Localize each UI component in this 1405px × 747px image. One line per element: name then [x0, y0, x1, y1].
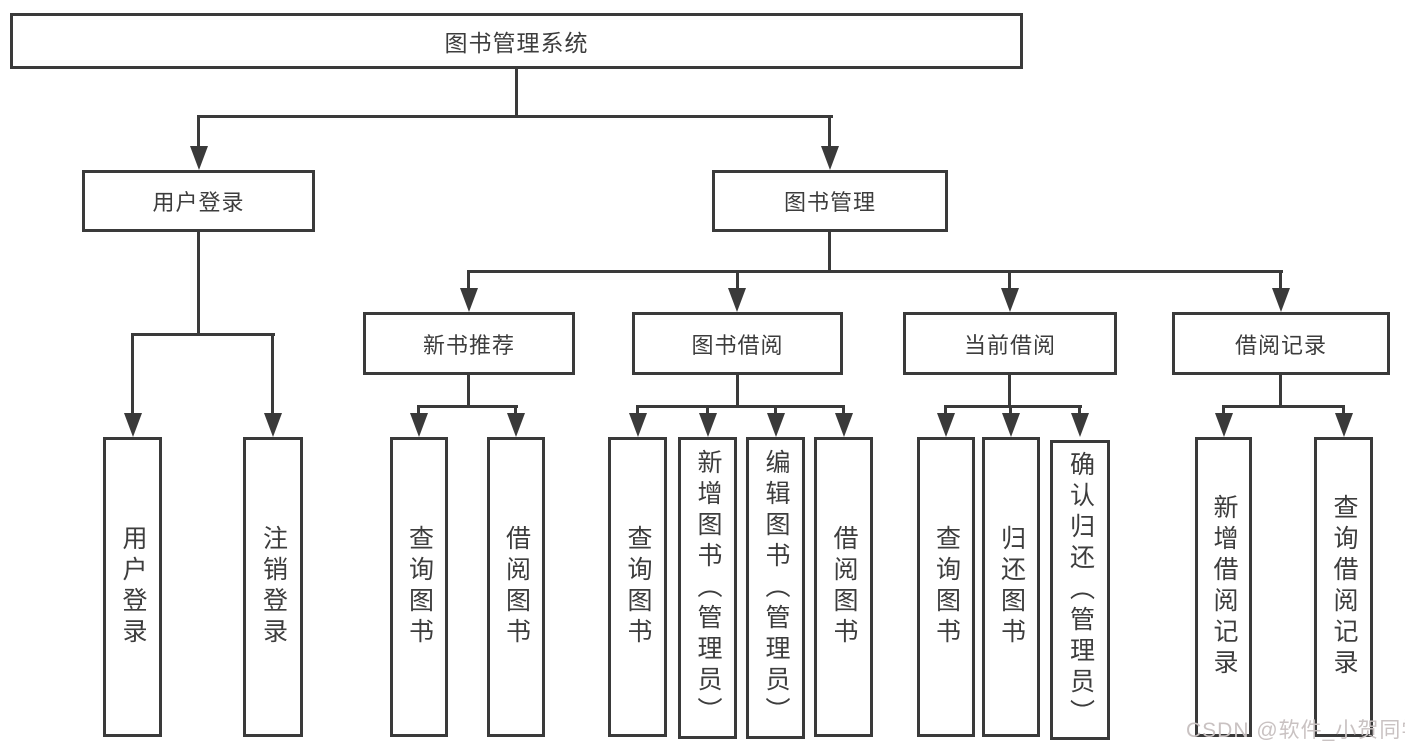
connector-line: [1078, 405, 1081, 417]
connector-line: [828, 232, 831, 273]
arrowhead-down-icon: [410, 413, 428, 437]
connector-line: [467, 270, 470, 291]
connector-line: [131, 333, 275, 336]
leaf-return-books: 归还图书: [982, 437, 1040, 737]
arrowhead-down-icon: [190, 146, 208, 170]
leaf-label: 确认归还（管理员）: [1066, 450, 1095, 730]
leaf-user-login: 用户登录: [103, 437, 162, 737]
node-borrowing-records: 借阅记录: [1172, 312, 1390, 375]
connector-line: [736, 375, 739, 408]
connector-line: [515, 69, 518, 118]
connector-line: [467, 270, 1283, 273]
arrowhead-down-icon: [1002, 413, 1020, 437]
connector-line: [1009, 405, 1012, 417]
arrowhead-down-icon: [728, 288, 746, 312]
connector-line: [1222, 405, 1345, 408]
connector-line: [417, 405, 420, 417]
connector-line: [467, 375, 470, 408]
arrowhead-down-icon: [1215, 413, 1233, 437]
leaf-query-books-borrowing: 查询图书: [608, 437, 667, 737]
leaf-borrow-books-borrowing: 借阅图书: [814, 437, 873, 737]
leaf-label: 用户登录: [119, 525, 147, 649]
connector-line: [131, 333, 134, 415]
connector-line: [636, 405, 639, 417]
leaf-label: 查询图书: [405, 525, 434, 649]
leaf-label: 查询图书: [932, 525, 961, 649]
arrowhead-down-icon: [1272, 288, 1290, 312]
leaf-label: 查询借阅记录: [1330, 494, 1358, 680]
arrowhead-down-icon: [767, 413, 785, 437]
leaf-query-borrow-record: 查询借阅记录: [1314, 437, 1373, 737]
leaf-label: 归还图书: [997, 525, 1026, 649]
connector-line: [842, 405, 845, 417]
leaf-borrow-books-recommend: 借阅图书: [487, 437, 545, 737]
leaf-label: 新增图书（管理员）: [694, 448, 722, 728]
arrowhead-down-icon: [507, 413, 525, 437]
arrowhead-down-icon: [835, 413, 853, 437]
connector-line: [944, 405, 947, 417]
node-new-book-recommend: 新书推荐: [363, 312, 575, 375]
connector-line: [197, 115, 833, 118]
leaf-query-books-current: 查询图书: [917, 437, 975, 737]
arrowhead-down-icon: [1071, 413, 1089, 437]
leaf-confirm-return-admin: 确认归还（管理员）: [1050, 440, 1110, 740]
arrowhead-down-icon: [821, 146, 839, 170]
arrowhead-down-icon: [1335, 413, 1353, 437]
csdn-watermark: CSDN @软件_小贺同学: [1186, 719, 1405, 742]
leaf-label: 新增借阅记录: [1210, 494, 1238, 680]
connector-line: [417, 405, 518, 408]
leaf-logout-login: 注销登录: [243, 437, 303, 737]
connector-line: [828, 115, 831, 147]
node-user-login: 用户登录: [82, 170, 315, 232]
connector-line: [1279, 270, 1282, 291]
connector-line: [1008, 375, 1011, 408]
arrowhead-down-icon: [460, 288, 478, 312]
leaf-label: 编辑图书（管理员）: [762, 448, 790, 728]
leaf-label: 查询图书: [624, 525, 652, 649]
leaf-add-book-admin: 新增图书（管理员）: [678, 437, 737, 739]
connector-line: [1279, 375, 1282, 408]
connector-line: [706, 405, 709, 417]
connector-line: [944, 405, 1082, 408]
arrowhead-down-icon: [629, 413, 647, 437]
connector-line: [636, 405, 845, 408]
leaf-label: 借阅图书: [502, 525, 531, 649]
arrowhead-down-icon: [1001, 288, 1019, 312]
connector-line: [197, 232, 200, 336]
arrowhead-down-icon: [264, 413, 282, 437]
leaf-add-borrow-record: 新增借阅记录: [1195, 437, 1252, 737]
leaf-query-books-recommend: 查询图书: [390, 437, 448, 737]
leaf-label: 借阅图书: [830, 525, 858, 649]
leaf-edit-book-admin: 编辑图书（管理员）: [746, 437, 805, 739]
connector-line: [736, 270, 739, 291]
connector-line: [1342, 405, 1345, 417]
connector-line: [271, 333, 274, 415]
arrowhead-down-icon: [699, 413, 717, 437]
arrowhead-down-icon: [124, 413, 142, 437]
connector-line: [514, 405, 517, 417]
node-library-system: 图书管理系统: [10, 13, 1023, 69]
connector-line: [774, 405, 777, 417]
connector-line: [197, 115, 200, 147]
node-book-management: 图书管理: [712, 170, 948, 232]
node-book-borrowing: 图书借阅: [632, 312, 843, 375]
leaf-label: 注销登录: [259, 525, 288, 649]
connector-line: [1008, 270, 1011, 291]
node-current-borrowing: 当前借阅: [903, 312, 1117, 375]
arrowhead-down-icon: [937, 413, 955, 437]
connector-line: [1222, 405, 1225, 417]
